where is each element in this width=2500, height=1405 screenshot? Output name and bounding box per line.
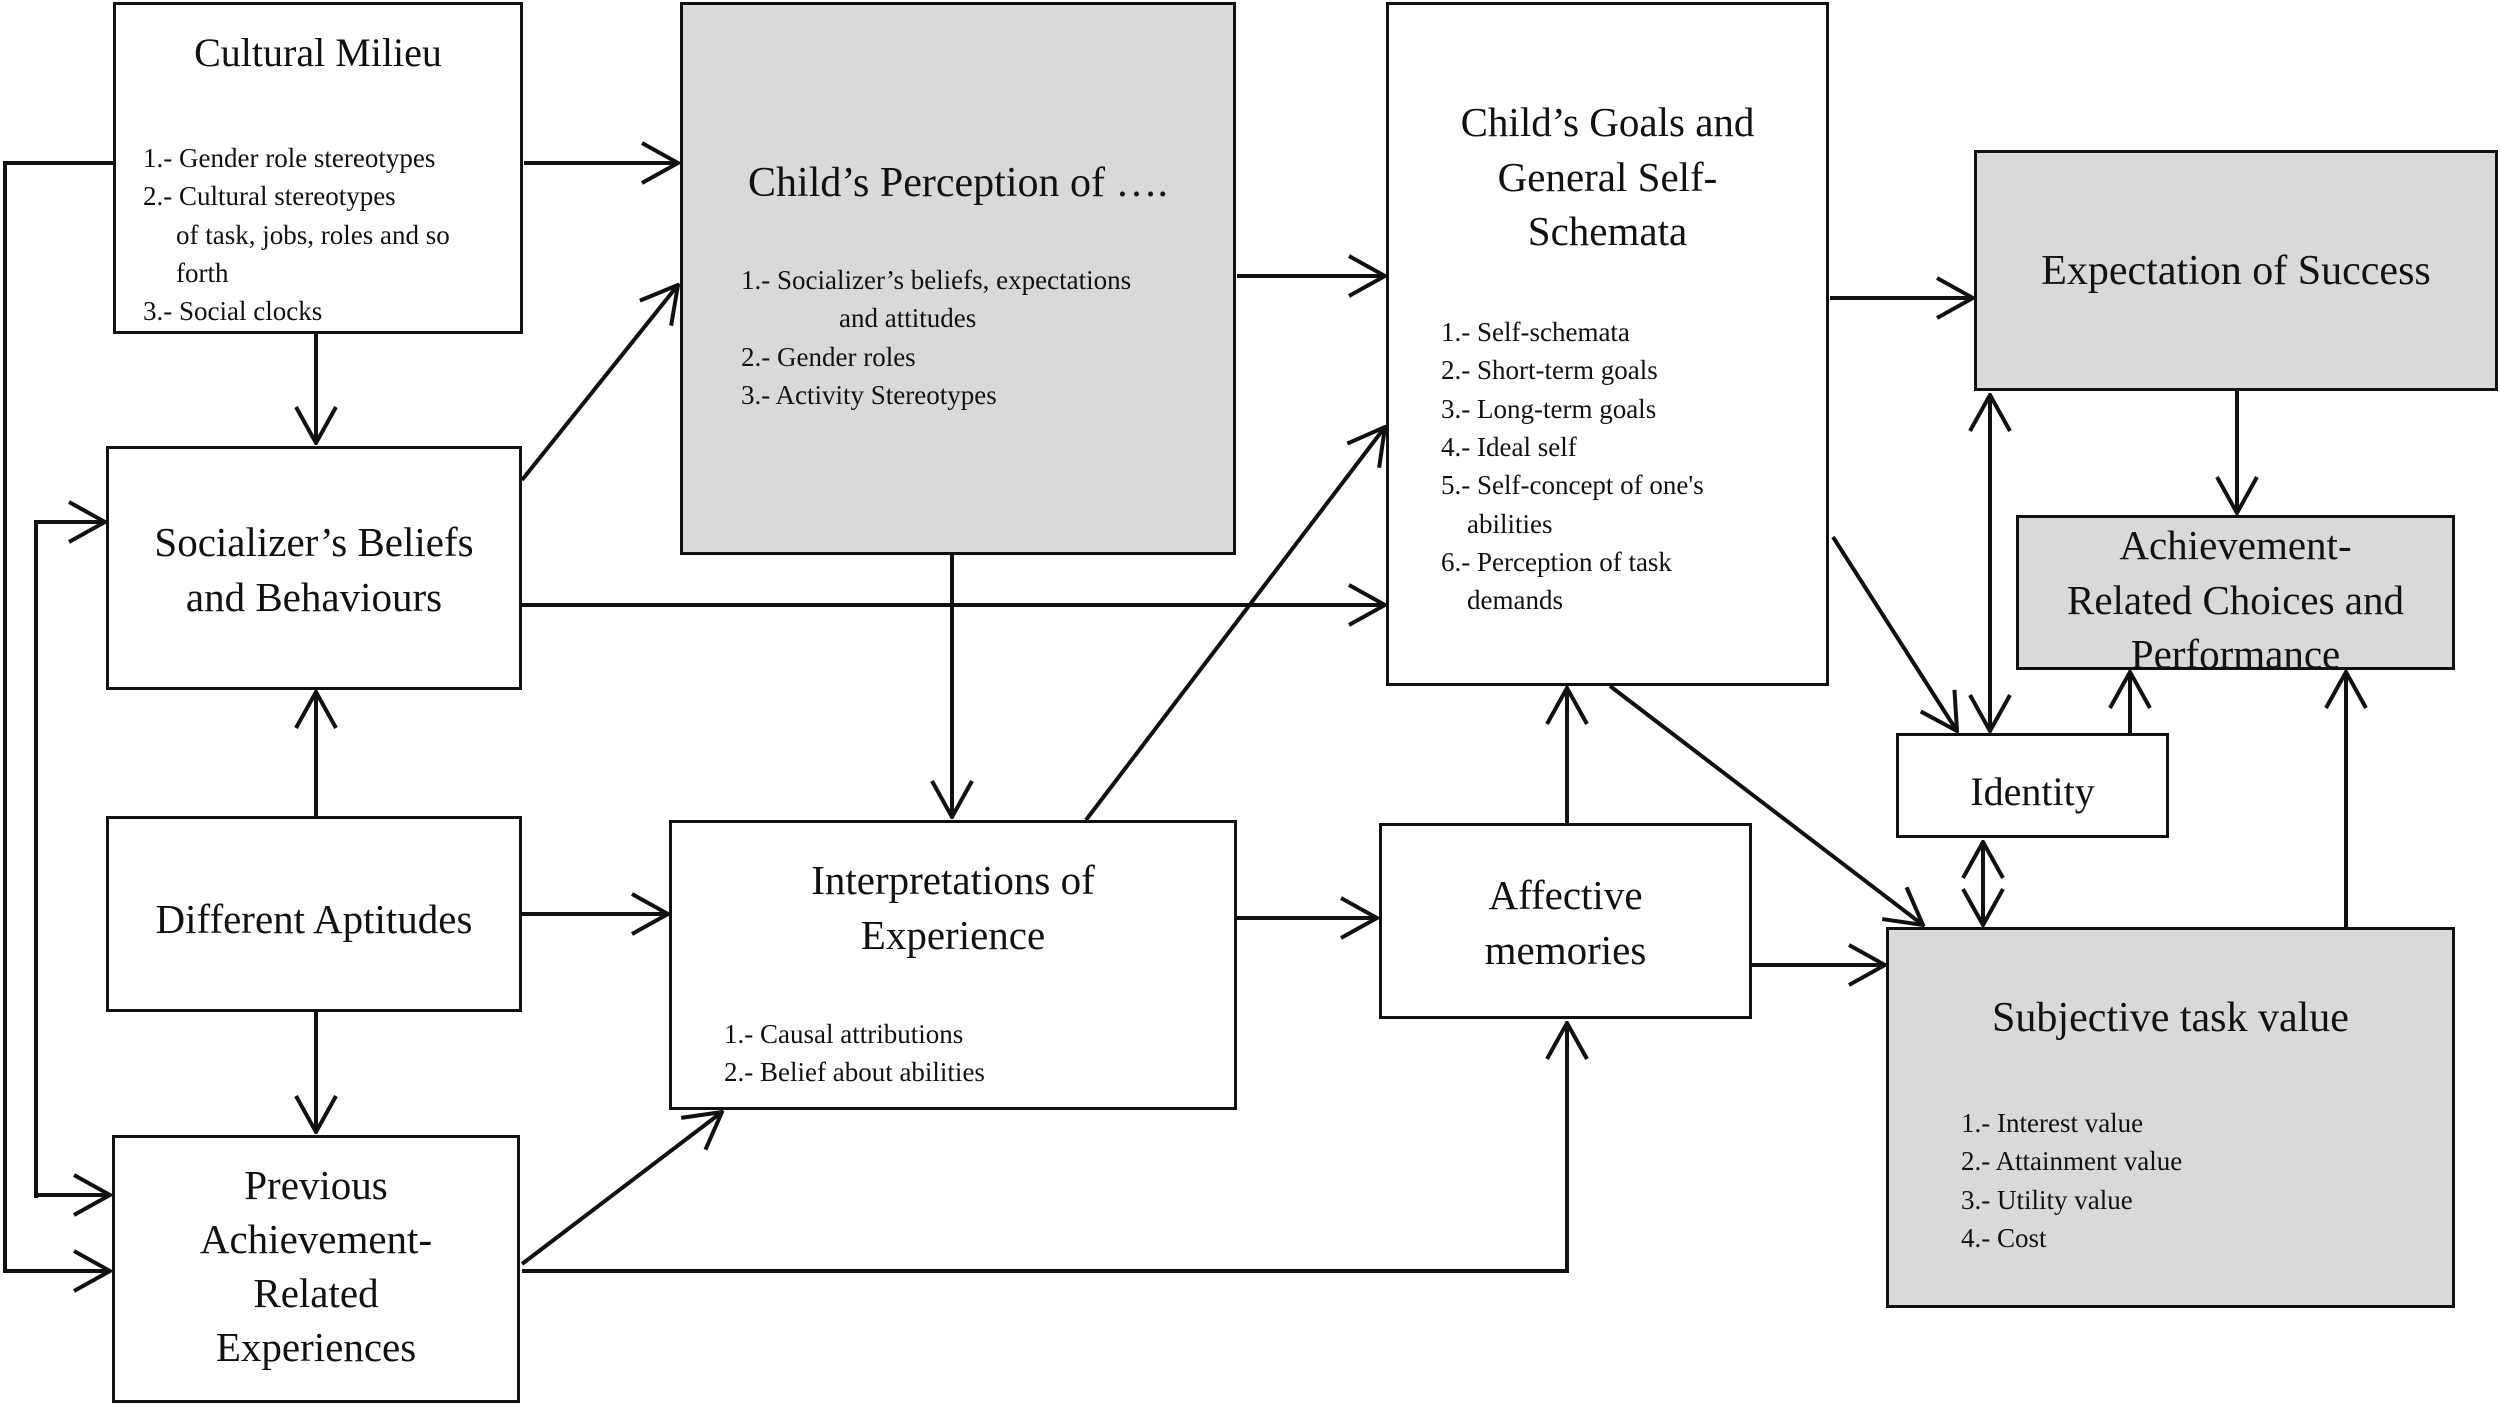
list-item: 4.- Cost	[1961, 1222, 2047, 1253]
list-item: 1.- Interest value	[1961, 1108, 2144, 1138]
childs-goals-list: 1.- Self-schemata 2.- Short-term goals 3…	[1441, 313, 1704, 620]
list-item: demands	[1467, 585, 1563, 616]
childs-perception-list: 1.- Socializer’s beliefs, expectations a…	[741, 261, 1131, 414]
list-item: 6.- Perception of task	[1441, 546, 1672, 577]
identity-box: Identity	[1896, 733, 2169, 838]
list-item: 4.- Ideal self	[1441, 431, 1577, 462]
achievement-choices-box: Achievement- Related Choices and Perform…	[2016, 515, 2455, 677]
list-item: 3.- Social clocks	[143, 296, 323, 327]
list-item: 3.- Activity Stereotypes	[741, 379, 997, 410]
expectation-of-success-box: Expectation of Success	[1974, 150, 2498, 391]
previous-experiences-title: Previous Achievement- Related Experience…	[199, 1162, 433, 1371]
list-item: 5.- Self-concept of one's	[1441, 470, 1704, 501]
list-item: 3.- Utility value	[1961, 1184, 2133, 1215]
different-aptitudes-box: Different Aptitudes	[106, 816, 522, 1012]
cultural-milieu-title: Cultural Milieu	[194, 30, 442, 75]
list-item: 3.- Long-term goals	[1441, 393, 1657, 424]
list-item: 2.- Attainment value	[1961, 1146, 2183, 1177]
childs-goals-box: Child’s Goals and General Self- Schemata…	[1386, 2, 1829, 686]
list-item: of task, jobs, roles and so	[176, 219, 450, 250]
cultural-milieu-list: 1.- Gender role stereotypes 2.- Cultural…	[143, 139, 450, 331]
arrow-socializer-to-perception	[520, 285, 678, 482]
line-culture-left-bracket	[3, 161, 148, 1271]
arrow-bracket-to-socializer	[34, 522, 105, 1198]
arrow-previous-to-affective	[522, 1023, 1567, 1273]
affective-memories-title: Affective memories	[1484, 872, 1647, 973]
expectation-of-success-title: Expectation of Success	[2041, 248, 2431, 294]
socializers-beliefs-box: Socializer’s Beliefs and Behaviours	[106, 446, 522, 690]
arrow-goals-to-identity	[1831, 535, 1957, 731]
list-item: 1.- Causal attributions	[724, 1019, 964, 1049]
socializers-beliefs-title: Socializer’s Beliefs and Behaviours	[154, 519, 474, 620]
list-item: 2.- Cultural stereotypes	[143, 181, 396, 212]
childs-perception-title: Child’s Perception of ….	[748, 160, 1168, 206]
arrow-interpretations-to-goals	[1084, 427, 1385, 822]
list-item: 2.- Belief about abilities	[724, 1057, 985, 1088]
arrow-previous-to-interpretations	[520, 1112, 722, 1266]
list-item: and attitudes	[839, 303, 977, 334]
arrow-goals-to-subjective	[1608, 684, 1923, 925]
subjective-task-value-list: 1.- Interest value 2.- Attainment value …	[1961, 1104, 2182, 1257]
list-item: 2.- Gender roles	[741, 341, 916, 372]
previous-experiences-box: Previous Achievement- Related Experience…	[112, 1135, 520, 1403]
different-aptitudes-title: Different Aptitudes	[155, 896, 473, 942]
affective-memories-box: Affective memories	[1379, 823, 1752, 1019]
list-item: abilities	[1467, 508, 1553, 539]
cultural-milieu-box: Cultural Milieu 1.- Gender role stereoty…	[113, 2, 523, 334]
subjective-task-value-title: Subjective task value	[1992, 995, 2349, 1041]
interpretations-box: Interpretations of Experience 1.- Causal…	[669, 820, 1237, 1110]
identity-title: Identity	[1970, 769, 2095, 814]
interpretations-list: 1.- Causal attributions 2.- Belief about…	[724, 1015, 985, 1092]
list-item: 1.- Self-schemata	[1441, 317, 1630, 347]
childs-goals-title: Child’s Goals and General Self- Schemata	[1460, 99, 1755, 255]
childs-perception-box: Child’s Perception of …. 1.- Socializer’…	[680, 2, 1236, 555]
subjective-task-value-box: Subjective task value 1.- Interest value…	[1886, 927, 2455, 1308]
list-item: 1.- Gender role stereotypes	[143, 143, 436, 173]
list-item: 2.- Short-term goals	[1441, 355, 1658, 386]
list-item: forth	[176, 257, 229, 288]
interpretations-title: Interpretations of Experience	[811, 857, 1095, 958]
achievement-choices-title: Achievement- Related Choices and Perform…	[2066, 522, 2404, 678]
list-item: 1.- Socializer’s beliefs, expectations	[741, 265, 1132, 295]
